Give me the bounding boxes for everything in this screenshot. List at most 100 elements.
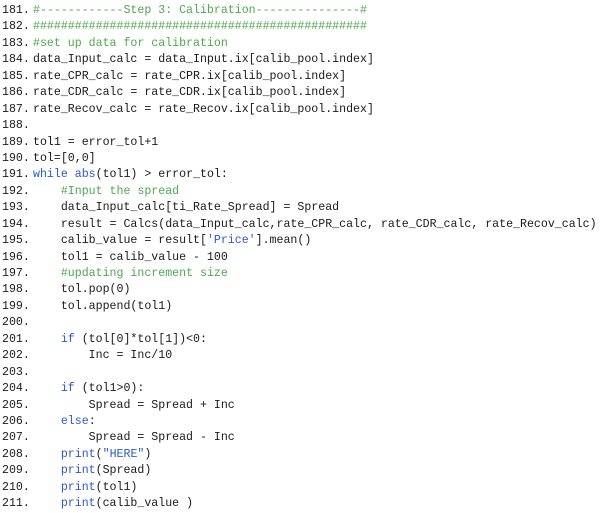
code-line[interactable]: 185.rate_CPR_calc = rate_CPR.ix[calib_po… — [0, 69, 600, 85]
code-token — [33, 497, 61, 510]
code-line[interactable]: 197. #updating increment size — [0, 266, 600, 282]
line-number: 193. — [2, 201, 30, 215]
code-token: (tol1) — [95, 480, 138, 494]
code-text: while abs(tol1) > error_tol: — [33, 167, 228, 183]
line-number: 197. — [2, 267, 30, 280]
line-number: 187. — [2, 102, 30, 116]
code-line[interactable]: 208. print("HERE") — [0, 447, 600, 463]
line-number: 202. — [2, 349, 30, 363]
line-number: 183. — [2, 36, 30, 50]
code-token: Inc = Inc/10 — [33, 349, 173, 363]
code-token: rate_Recov_calc = rate_Recov.ix[calib_po… — [33, 102, 374, 116]
code-line[interactable]: 205. Spread = Spread + Inc — [0, 398, 600, 414]
line-number: 181. — [2, 4, 30, 17]
code-token: (tol1>0): — [74, 382, 145, 396]
line-number: 210. — [2, 480, 30, 494]
code-text: Inc = Inc/10 — [33, 348, 173, 364]
line-number: 198. — [2, 283, 30, 297]
line-number: 209. — [2, 464, 30, 478]
line-number: 191. — [2, 168, 30, 182]
code-token — [33, 267, 61, 280]
code-token: (Spread) — [95, 464, 152, 478]
line-number: 184. — [2, 53, 30, 67]
code-text: data_Input_calc = data_Input.ix[calib_po… — [33, 52, 374, 68]
builtin-token: print — [60, 464, 96, 478]
code-line[interactable]: 202. Inc = Inc/10 — [0, 348, 600, 364]
code-text: Spread = Spread + Inc — [33, 398, 235, 414]
code-text: data_Input_calc[ti_Rate_Spread] = Spread — [33, 200, 339, 216]
line-number: 200. — [2, 316, 30, 330]
keyword-token: while — [33, 168, 68, 182]
code-line[interactable]: 183.#set up data for calibration — [0, 36, 600, 52]
code-line[interactable]: 209. print(Spread) — [0, 463, 600, 479]
code-token — [33, 415, 61, 428]
code-line[interactable]: 188. — [0, 118, 600, 134]
line-number: 185. — [2, 69, 30, 83]
line-number: 207. — [2, 431, 30, 445]
code-line[interactable]: 200. — [0, 315, 600, 331]
code-token: rate_CPR_calc = rate_CPR.ix[calib_pool.i… — [33, 69, 347, 83]
code-token — [33, 185, 61, 198]
code-line[interactable]: 181.#------------Step 3: Calibration----… — [0, 3, 600, 19]
code-line[interactable]: 189.tol1 = error_tol+1 — [0, 135, 600, 151]
line-number: 206. — [2, 414, 30, 428]
code-line[interactable]: 194. result = Calcs(data_Input_calc,rate… — [0, 217, 600, 233]
builtin-token: print — [60, 497, 96, 511]
code-line[interactable]: 193. data_Input_calc[ti_Rate_Spread] = S… — [0, 200, 600, 216]
code-line[interactable]: 211. print(calib_value ) — [0, 496, 600, 512]
line-number: 188. — [2, 119, 30, 133]
line-number: 190. — [2, 151, 30, 165]
code-token: Spread = Spread - Inc — [33, 431, 235, 445]
code-token: ( — [95, 447, 103, 461]
code-line[interactable]: 182.####################################… — [0, 19, 600, 35]
code-line[interactable]: 190.tol=[0,0] — [0, 151, 600, 167]
code-text: tol1 = calib_value - 100 — [33, 250, 228, 266]
code-line[interactable]: 184.data_Input_calc = data_Input.ix[cali… — [0, 52, 600, 68]
code-text: rate_CPR_calc = rate_CPR.ix[calib_pool.i… — [33, 69, 346, 85]
keyword-token: if — [60, 332, 75, 346]
code-token: rate_CDR_calc = rate_CDR.ix[calib_pool.i… — [33, 86, 347, 100]
code-line[interactable]: 191.while abs(tol1) > error_tol: — [0, 167, 600, 183]
code-text: #updating increment size — [33, 266, 228, 282]
code-line[interactable]: 207. Spread = Spread - Inc — [0, 430, 600, 446]
code-text: #set up data for calibration — [33, 36, 228, 52]
code-token: calib_value = result[ — [33, 234, 207, 248]
code-token: ) — [144, 447, 152, 461]
code-text: if (tol1>0): — [33, 381, 145, 397]
code-line[interactable]: 196. tol1 = calib_value - 100 — [0, 250, 600, 266]
code-line[interactable]: 192. #Input the spread — [0, 184, 600, 200]
code-line[interactable]: 187.rate_Recov_calc = rate_Recov.ix[cali… — [0, 102, 600, 118]
code-token: tol=[0,0] — [33, 151, 96, 165]
code-token: : — [88, 414, 96, 428]
code-line[interactable]: 203. — [0, 365, 600, 381]
code-line[interactable]: 210. print(tol1) — [0, 480, 600, 496]
code-line[interactable]: 195. calib_value = result['Price'].mean(… — [0, 233, 600, 249]
code-line[interactable]: 206. else: — [0, 414, 600, 430]
code-token: tol1 = calib_value - 100 — [33, 250, 228, 264]
code-token: tol1 = error_tol+1 — [33, 135, 159, 149]
comment-token: ########################################… — [33, 20, 367, 34]
line-number: 196. — [2, 250, 30, 264]
comment-token: #Input the spread — [60, 184, 180, 198]
code-text: tol1 = error_tol+1 — [33, 135, 158, 151]
comment-token: #set up data for calibration — [33, 36, 228, 50]
code-line[interactable]: 201. if (tol[0]*tol[1])<0: — [0, 332, 600, 348]
code-text: rate_Recov_calc = rate_Recov.ix[calib_po… — [33, 102, 374, 118]
code-token: (tol1) > error_tol: — [95, 168, 228, 182]
code-text: print(tol1) — [33, 480, 138, 496]
line-number: 205. — [2, 398, 30, 412]
code-text: rate_CDR_calc = rate_CDR.ix[calib_pool.i… — [33, 85, 346, 101]
code-line[interactable]: 199. tol.append(tol1) — [0, 299, 600, 315]
code-line[interactable]: 204. if (tol1>0): — [0, 381, 600, 397]
code-token: (calib_value ) — [95, 497, 194, 511]
code-token: tol.pop(0) — [33, 283, 131, 297]
line-number: 204. — [2, 382, 30, 396]
line-number: 189. — [2, 135, 30, 149]
code-line[interactable]: 186.rate_CDR_calc = rate_CDR.ix[calib_po… — [0, 85, 600, 101]
code-text: ########################################… — [33, 19, 367, 35]
code-line[interactable]: 198. tol.pop(0) — [0, 282, 600, 298]
builtin-token: abs — [74, 168, 96, 182]
code-token: ].mean() — [255, 234, 312, 248]
code-text: print(calib_value ) — [33, 496, 193, 512]
